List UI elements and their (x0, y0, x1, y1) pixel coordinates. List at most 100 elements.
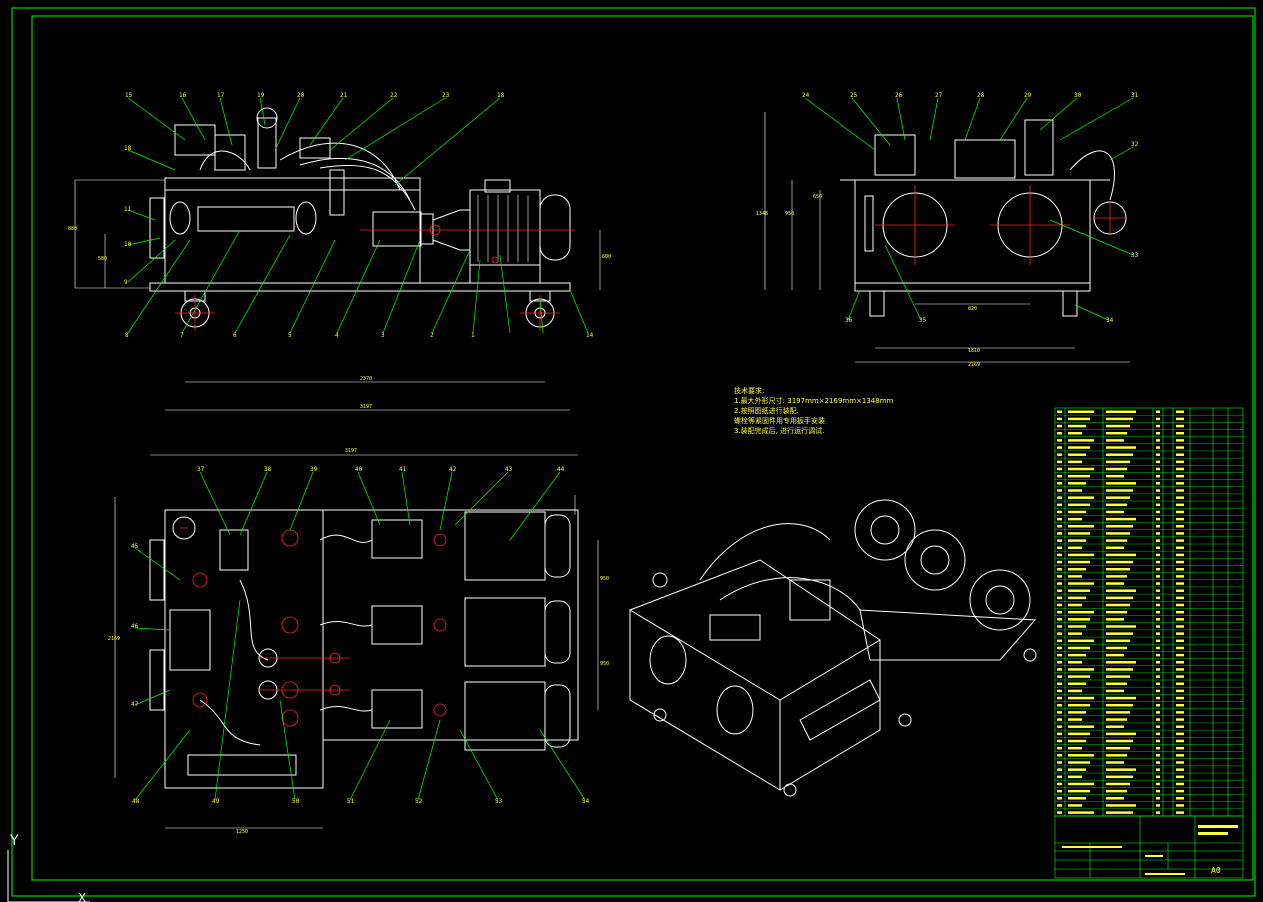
parts-list-cell-mark (1068, 439, 1094, 442)
ucs-y-label: Y (9, 833, 19, 849)
ucs-axis-icon (7, 850, 90, 902)
parts-list-cell-mark (1176, 496, 1184, 499)
parts-list-cell-mark (1176, 768, 1184, 771)
parts-list-cell-mark (1156, 739, 1160, 743)
parts-list-cell-mark (1156, 646, 1160, 650)
balloon-label: 50 (292, 798, 300, 805)
parts-list-cell-mark (1176, 582, 1184, 585)
dim-text: 580 (98, 256, 107, 262)
parts-list-cell-mark (1057, 682, 1062, 686)
parts-list-cell-mark (1156, 761, 1160, 764)
parts-list-cell-mark (1057, 560, 1062, 564)
balloon-label: 10 (124, 241, 132, 248)
parts-list-cell-mark (1176, 424, 1184, 428)
parts-list-cell-mark (1176, 603, 1184, 607)
parts-list-cell-mark (1068, 739, 1086, 743)
parts-list-cell-mark (1176, 618, 1184, 621)
balloon-label: 47 (131, 701, 139, 708)
balloon-label: 19 (257, 92, 265, 99)
parts-list-cell-mark (1057, 482, 1062, 485)
parts-list-cell-mark (1068, 610, 1094, 614)
parts-list-cell-mark (1068, 653, 1086, 657)
parts-list-cell-mark (1068, 761, 1090, 764)
parts-list-cell-mark (1176, 474, 1184, 478)
front-view-dimensions (74, 179, 601, 411)
parts-list-cell-mark (1068, 646, 1090, 650)
balloon-label: 9 (124, 279, 128, 286)
parts-list-cell-mark (1156, 510, 1160, 514)
parts-list-cell-mark (1057, 782, 1062, 786)
parts-list-cell-mark (1057, 689, 1062, 693)
parts-list-cell-mark (1106, 446, 1136, 449)
parts-list-cell-mark (1106, 510, 1124, 514)
parts-list-cell-mark (1057, 575, 1062, 578)
parts-list-cell-mark (1057, 653, 1062, 657)
parts-list-cell-mark (1156, 632, 1160, 635)
parts-list-cell-mark (1156, 653, 1160, 657)
parts-list-cell-mark (1176, 589, 1184, 592)
parts-list-cell-mark (1156, 618, 1160, 621)
parts-list-cell-mark (1176, 689, 1184, 693)
parts-list-cell-mark (1068, 782, 1094, 786)
parts-list-cell-mark (1156, 575, 1160, 578)
parts-list-cell-mark (1057, 675, 1062, 678)
parts-list-cell-mark (1106, 482, 1136, 485)
parts-list-cell-mark (1176, 746, 1184, 750)
parts-list-cell-mark (1156, 625, 1160, 628)
side-view (840, 119, 1127, 317)
parts-list-cell-mark (1176, 646, 1184, 650)
balloon-label: 20 (297, 92, 305, 99)
parts-list-cell-mark (1176, 696, 1184, 700)
balloon-label: 23 (442, 92, 450, 99)
parts-list-cell-mark (1106, 431, 1127, 435)
parts-list-cell-mark (1057, 668, 1062, 671)
parts-list-cell-mark (1156, 789, 1160, 793)
parts-list-cell-mark (1176, 703, 1184, 707)
parts-list-cell-mark (1156, 682, 1160, 686)
parts-list-cell-mark (1068, 603, 1082, 607)
dim-text: 1810 (968, 348, 980, 354)
parts-list-cell-mark (1156, 503, 1160, 507)
notes-line: 螺栓等紧固件用专用扳手安装 (734, 417, 825, 425)
parts-list-cell-mark (1106, 467, 1127, 471)
balloon-label: 38 (264, 466, 272, 473)
balloon-label: 31 (1131, 92, 1139, 99)
balloon-label: 33 (1131, 252, 1139, 259)
parts-list-cell-mark (1068, 553, 1094, 557)
parts-list-cell-mark (1176, 632, 1184, 635)
parts-list-cell-mark (1106, 525, 1133, 528)
parts-list-cell-mark (1106, 582, 1124, 585)
parts-list-cell-mark (1068, 496, 1094, 499)
parts-list-cell-mark (1068, 689, 1082, 693)
parts-list-cell-mark (1057, 510, 1062, 514)
balloon-label: 5 (288, 332, 292, 339)
balloon-label: 43 (505, 466, 513, 473)
parts-list-cell-mark (1068, 567, 1086, 571)
parts-list-cell-mark (1106, 675, 1130, 678)
parts-list-cell-mark (1156, 453, 1160, 456)
parts-list-cell-mark (1057, 517, 1062, 521)
parts-list-cell-mark (1156, 661, 1160, 664)
balloon-label: 24 (802, 92, 810, 99)
parts-list-cell-mark (1106, 782, 1130, 786)
side-view-dimensions (764, 112, 1130, 363)
parts-list-cell-mark (1106, 746, 1130, 750)
parts-list-cell-mark (1176, 732, 1184, 736)
parts-list-cell-mark (1156, 446, 1160, 449)
balloon-label: 2 (430, 332, 434, 339)
balloon-label: 42 (449, 466, 457, 473)
parts-list-cell-mark (1068, 732, 1090, 736)
balloon-label: 14 (586, 332, 594, 339)
ucs-x-label: X (78, 891, 86, 902)
parts-list-cell-mark (1156, 560, 1160, 564)
parts-list-cell-mark (1068, 618, 1090, 621)
parts-list-cell-mark (1176, 560, 1184, 564)
parts-list-cell-mark (1057, 718, 1062, 721)
parts-list-cell-mark (1106, 553, 1136, 557)
parts-list-cell-mark (1156, 668, 1160, 671)
parts-list-cell-mark (1057, 546, 1062, 550)
parts-list-cell-mark (1106, 646, 1127, 650)
sheet-size-label: A0 (1211, 866, 1221, 875)
parts-list-cell-mark (1106, 532, 1130, 535)
parts-list-cell-mark (1176, 539, 1184, 542)
